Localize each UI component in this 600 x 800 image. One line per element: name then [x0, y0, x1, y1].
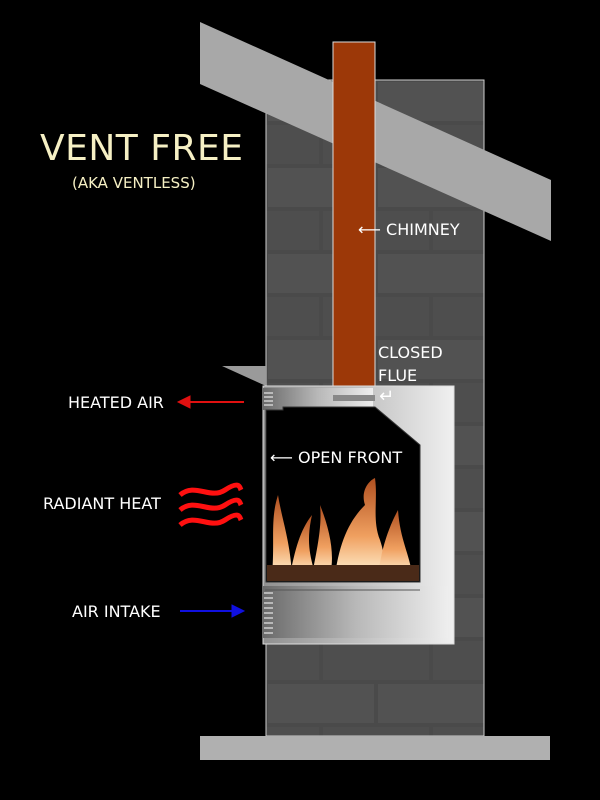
air-intake-label: AIR INTAKE [72, 602, 161, 621]
chimney-pipe [332, 41, 376, 413]
base-slab [200, 736, 550, 760]
heated-air-vent [264, 392, 273, 406]
closed-flue-label-line1: CLOSED [378, 343, 443, 362]
radiant-heat-label: RADIANT HEAT [43, 494, 161, 513]
left-arrow-icon: ⟵ [358, 220, 381, 239]
open-front-label: ⟵ OPEN FRONT [270, 448, 402, 467]
open-front-label-text: OPEN FRONT [298, 448, 403, 467]
chimney-label: ⟵ CHIMNEY [358, 220, 460, 239]
page-title: VENT FREE [40, 128, 244, 169]
hood [222, 366, 266, 386]
fire-flames [272, 478, 412, 575]
left-arrow-icon: ⟵ [270, 448, 293, 467]
return-arrow-icon: ↵ [379, 386, 395, 407]
air-intake-arrow [180, 604, 246, 618]
air-intake-vent [264, 592, 273, 634]
top-duct [263, 388, 373, 410]
bottom-duct [263, 586, 448, 638]
closed-flue-damper [333, 395, 375, 401]
closed-flue-label-line2: FLUE [378, 366, 418, 385]
page-subtitle: (AKA VENTLESS) [72, 174, 196, 192]
heated-air-label: HEATED AIR [68, 393, 164, 412]
fire-embers [267, 565, 419, 581]
heated-air-arrow [176, 395, 244, 409]
radiant-heat-waves-icon [178, 482, 244, 528]
chimney-label-text: CHIMNEY [386, 220, 460, 239]
